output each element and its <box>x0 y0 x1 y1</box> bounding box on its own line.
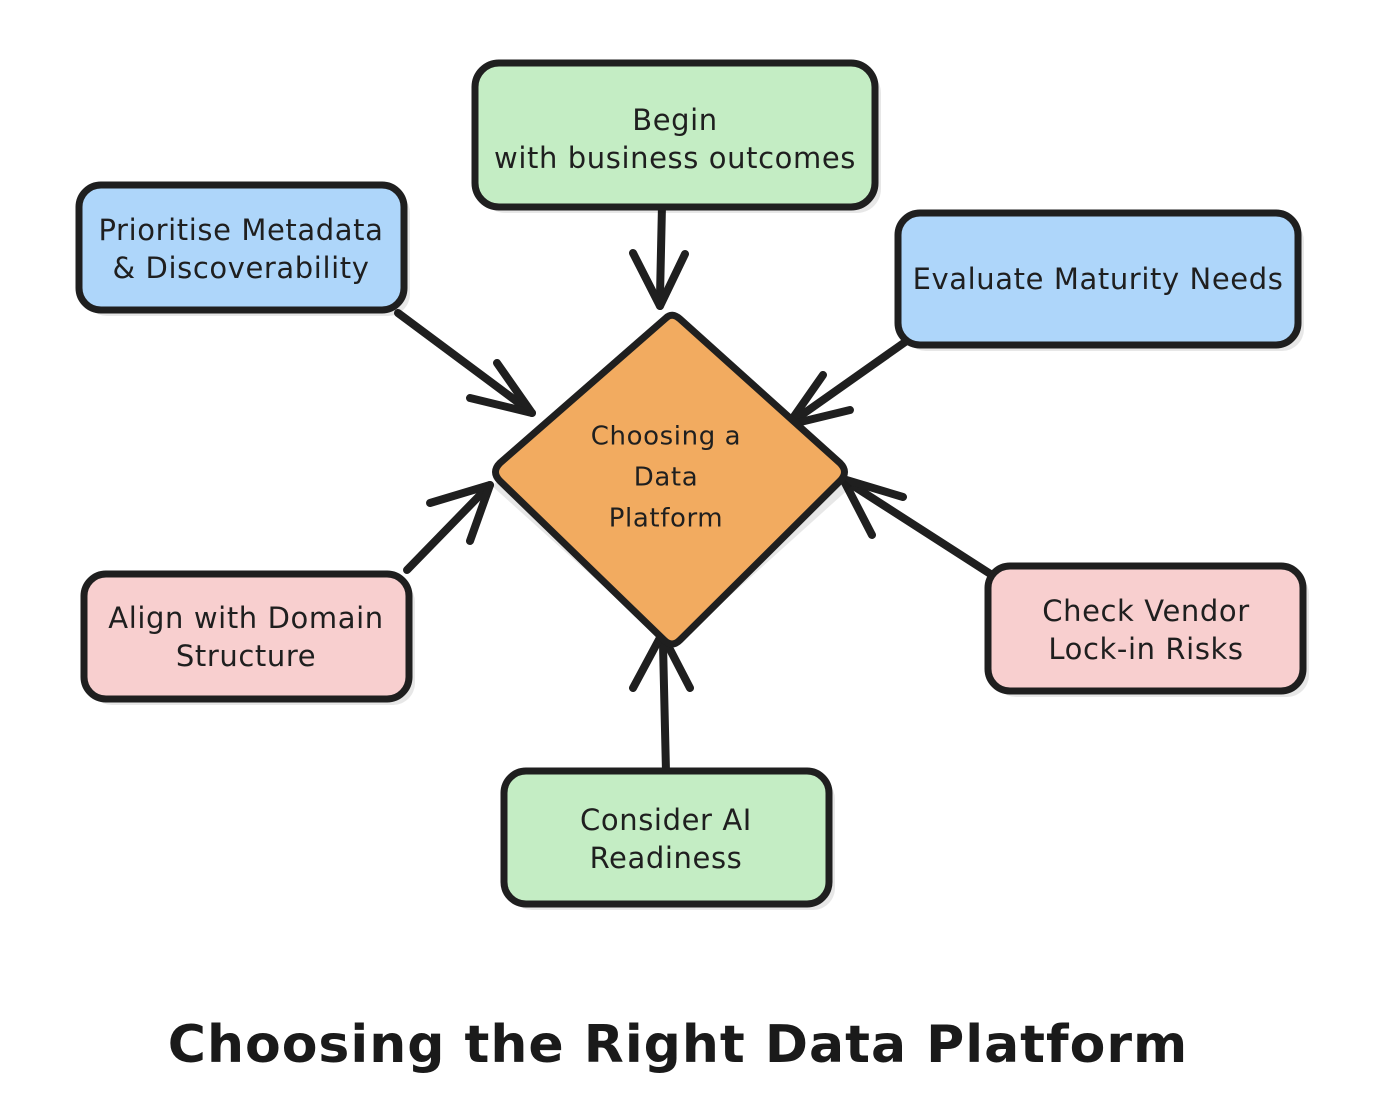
edge-vendor-to-center <box>839 475 996 579</box>
edge-begin-to-center <box>629 201 689 310</box>
edge-ai-to-center <box>629 630 694 776</box>
center-node[interactable]: Choosing a Data Platform <box>492 311 852 648</box>
edge-align-to-center <box>403 481 494 574</box>
center-node-line-3: Platform <box>609 504 723 534</box>
node-prioritise-metadata-discoverability[interactable]: Prioritise Metadata & Discoverability <box>75 181 410 316</box>
align-node-line-2: Structure <box>176 639 316 673</box>
node-align-with-domain-structure[interactable]: Align with Domain Structure <box>80 570 415 705</box>
prioritise-node-line-2: & Discoverability <box>112 251 369 285</box>
ai-node-line-2: Readiness <box>590 841 743 875</box>
begin-node-line-1: Begin <box>632 103 718 137</box>
node-consider-ai-readiness[interactable]: Consider AI Readiness <box>500 767 835 910</box>
align-node-line-1: Align with Domain <box>108 601 383 635</box>
vendor-node-line-1: Check Vendor <box>1042 594 1250 628</box>
node-evaluate-maturity-needs[interactable]: Evaluate Maturity Needs <box>894 209 1304 351</box>
vendor-node-line-2: Lock-in Risks <box>1048 632 1243 666</box>
center-node-line-1: Choosing a <box>591 422 741 452</box>
center-node-line-2: Data <box>634 463 698 493</box>
maturity-node-line-1: Evaluate Maturity Needs <box>913 262 1284 296</box>
node-begin-with-business-outcomes[interactable]: Begin with business outcomes <box>471 59 881 213</box>
begin-node-line-2: with business outcomes <box>494 141 856 175</box>
edge-maturity-to-center <box>784 336 912 429</box>
page-title: Choosing the Right Data Platform <box>168 1015 1188 1075</box>
prioritise-node-line-1: Prioritise Metadata <box>98 213 383 247</box>
ai-node-line-1: Consider AI <box>580 803 752 837</box>
node-check-vendor-lock-in-risks[interactable]: Check Vendor Lock-in Risks <box>984 562 1309 697</box>
edge-prioritise-to-center <box>394 309 536 417</box>
